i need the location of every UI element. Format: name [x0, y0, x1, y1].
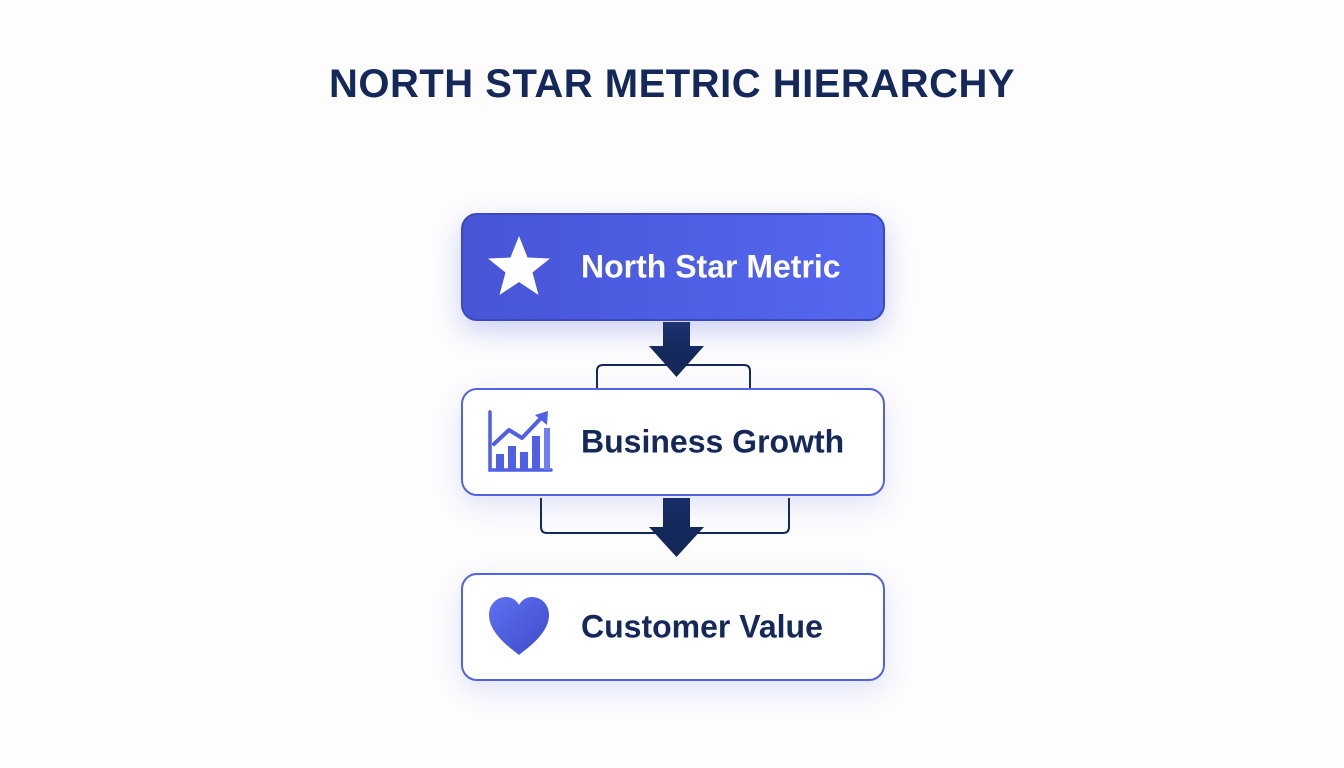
node-label: Customer Value — [581, 608, 823, 645]
node-business-growth: Business Growth — [461, 388, 885, 496]
connector-bracket-2 — [540, 498, 790, 534]
connector-bracket-1 — [596, 364, 751, 388]
node-north-star-metric: North Star Metric — [461, 213, 885, 321]
star-icon — [488, 236, 550, 295]
diagram-title: NORTH STAR METRIC HIERARCHY — [328, 62, 1016, 106]
heart-icon — [489, 597, 549, 655]
down-arrow-1 — [649, 322, 704, 377]
node-customer-value: Customer Value — [461, 573, 885, 681]
node-label: North Star Metric — [581, 248, 841, 285]
down-arrow-2 — [649, 498, 704, 557]
growth-chart-icon — [488, 410, 553, 472]
node-label: Business Growth — [581, 423, 845, 460]
